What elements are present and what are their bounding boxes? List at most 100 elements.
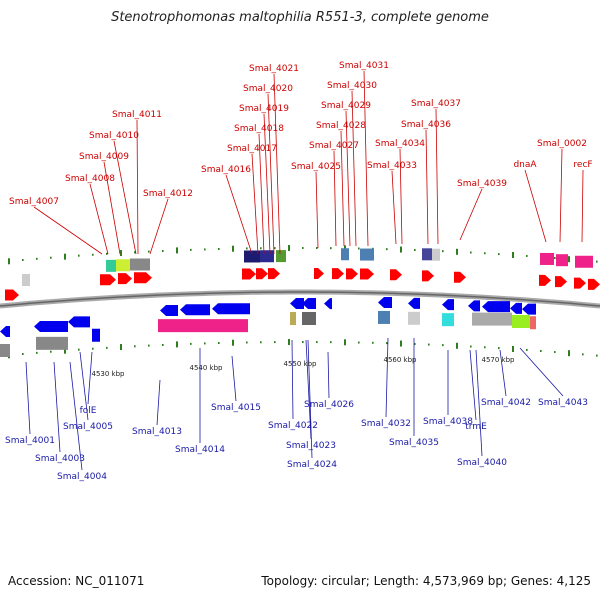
forward-gene-block (360, 248, 374, 261)
forward-gene-arrow (256, 268, 268, 280)
reverse-gene-arrow (482, 301, 510, 313)
topology-text: Topology: circular; Length: 4,573,969 bp… (261, 574, 591, 588)
gene-features (0, 248, 600, 357)
scale-label-4550kbp: 4550 kbp (284, 360, 318, 368)
upper-tick (456, 248, 458, 255)
leader-line-dnaA (524, 169, 547, 243)
reverse-gene-arrow (468, 300, 480, 312)
lower-tick (232, 339, 234, 346)
leader-line-Smal_4010 (113, 140, 137, 255)
lower-tick (302, 341, 304, 344)
gene-label-Smal_4013: Smal_4013 (132, 427, 182, 437)
leader-line-folE (87, 351, 93, 405)
reverse-gene-block (530, 316, 536, 330)
reverse-gene-arrow (212, 303, 250, 315)
leader-line-Smal_4016 (225, 174, 253, 255)
forward-gene-arrow (134, 272, 152, 284)
upper-tick (554, 257, 556, 260)
gene-label-Smal_4003: Smal_4003 (35, 454, 85, 464)
gene-label-Smal_4029: Smal_4029 (321, 101, 371, 111)
gene-label-Smal_4011: Smal_4011 (112, 110, 162, 120)
upper-tick (204, 248, 206, 251)
gene-label-Smal_4034: Smal_4034 (375, 139, 425, 149)
scale-label-4570kbp: 4570 kbp (482, 356, 516, 364)
leader-line-Smal_4023 (305, 339, 312, 440)
reverse-gene-arrow (324, 298, 332, 310)
upper-tick (22, 259, 24, 262)
forward-gene-block (106, 259, 116, 272)
gene-label-Smal_4040: Smal_4040 (457, 458, 507, 468)
leader-line-recF (581, 169, 584, 243)
upper-tick (414, 249, 416, 252)
label-leader-lines (25, 70, 584, 471)
leader-line-Smal_4018 (258, 133, 265, 255)
forward-gene-block (22, 274, 30, 287)
gene-label-Smal_0002: Smal_0002 (537, 139, 587, 149)
forward-gene-block (432, 248, 440, 261)
gene-label-Smal_4025: Smal_4025 (291, 162, 341, 172)
forward-gene-block (575, 255, 593, 268)
forward-gene-arrow (390, 269, 402, 281)
leader-line-Smal_4028 (340, 130, 345, 247)
upper-tick (218, 248, 220, 251)
upper-tick (64, 253, 66, 260)
gene-label-Smal_4007: Smal_4007 (9, 197, 59, 207)
reverse-gene-block (92, 328, 100, 342)
forward-gene-arrow (360, 268, 374, 280)
reverse-gene-arrow (34, 321, 68, 333)
upper-tick (596, 260, 598, 263)
forward-gene-arrow (539, 274, 551, 286)
reverse-gene-arrow (68, 316, 90, 328)
reverse-gene-block (408, 311, 420, 325)
forward-gene-arrow (5, 289, 19, 301)
upper-tick (274, 247, 276, 250)
forward-gene-arrow (100, 274, 116, 286)
lower-tick (358, 341, 360, 344)
upper-tick (134, 251, 136, 254)
gene-label-Smal_4043: Smal_4043 (538, 398, 588, 408)
scale-label-4540kbp: 4540 kbp (190, 364, 224, 372)
upper-tick (148, 250, 150, 253)
forward-gene-arrow (118, 273, 132, 285)
forward-gene-arrow (588, 278, 600, 290)
leader-line-Smal_4003 (53, 361, 61, 453)
lower-tick (568, 350, 570, 357)
lower-tick (498, 347, 500, 350)
gene-label-Smal_4022: Smal_4022 (268, 421, 318, 431)
leader-line-Smal_4005 (79, 351, 89, 421)
forward-gene-block (341, 248, 349, 261)
lower-tick (470, 345, 472, 348)
gene-label-Smal_4014: Smal_4014 (175, 445, 225, 455)
lower-tick (274, 341, 276, 344)
forward-gene-arrow (574, 277, 586, 289)
gene-label-Smal_4038: Smal_4038 (423, 417, 473, 427)
lower-tick (484, 346, 486, 349)
genome-title: Stenotrophomonas maltophilia R551-3, com… (111, 10, 489, 25)
upper-tick (190, 248, 192, 251)
lower-tick (596, 354, 598, 357)
reverse-gene-block (378, 310, 390, 324)
leader-line-Smal_4042 (499, 349, 507, 397)
lower-tick (106, 346, 108, 349)
reverse-gene-arrow (290, 298, 304, 310)
gene-label-Smal_4016: Smal_4016 (201, 165, 251, 175)
reverse-gene-arrow (522, 303, 536, 315)
leader-line-Smal_4039 (459, 188, 483, 241)
upper-tick (288, 245, 290, 252)
lower-tick (344, 339, 346, 346)
leader-line-Smal_4030 (351, 90, 357, 247)
upper-tick (8, 258, 10, 265)
gene-label-Smal_4017: Smal_4017 (227, 144, 277, 154)
leader-line-Smal_4001 (25, 361, 31, 435)
backbone-core (0, 291, 600, 307)
leader-line-Smal_4033 (391, 170, 397, 245)
leader-line-Smal_4031 (363, 70, 369, 247)
leader-line-Smal_4025 (315, 171, 319, 249)
forward-gene-block (422, 248, 432, 261)
lower-tick (554, 351, 556, 354)
upper-tick (246, 247, 248, 250)
leader-line-Smal_4036 (425, 129, 429, 245)
forward-gene-arrow (422, 270, 434, 282)
